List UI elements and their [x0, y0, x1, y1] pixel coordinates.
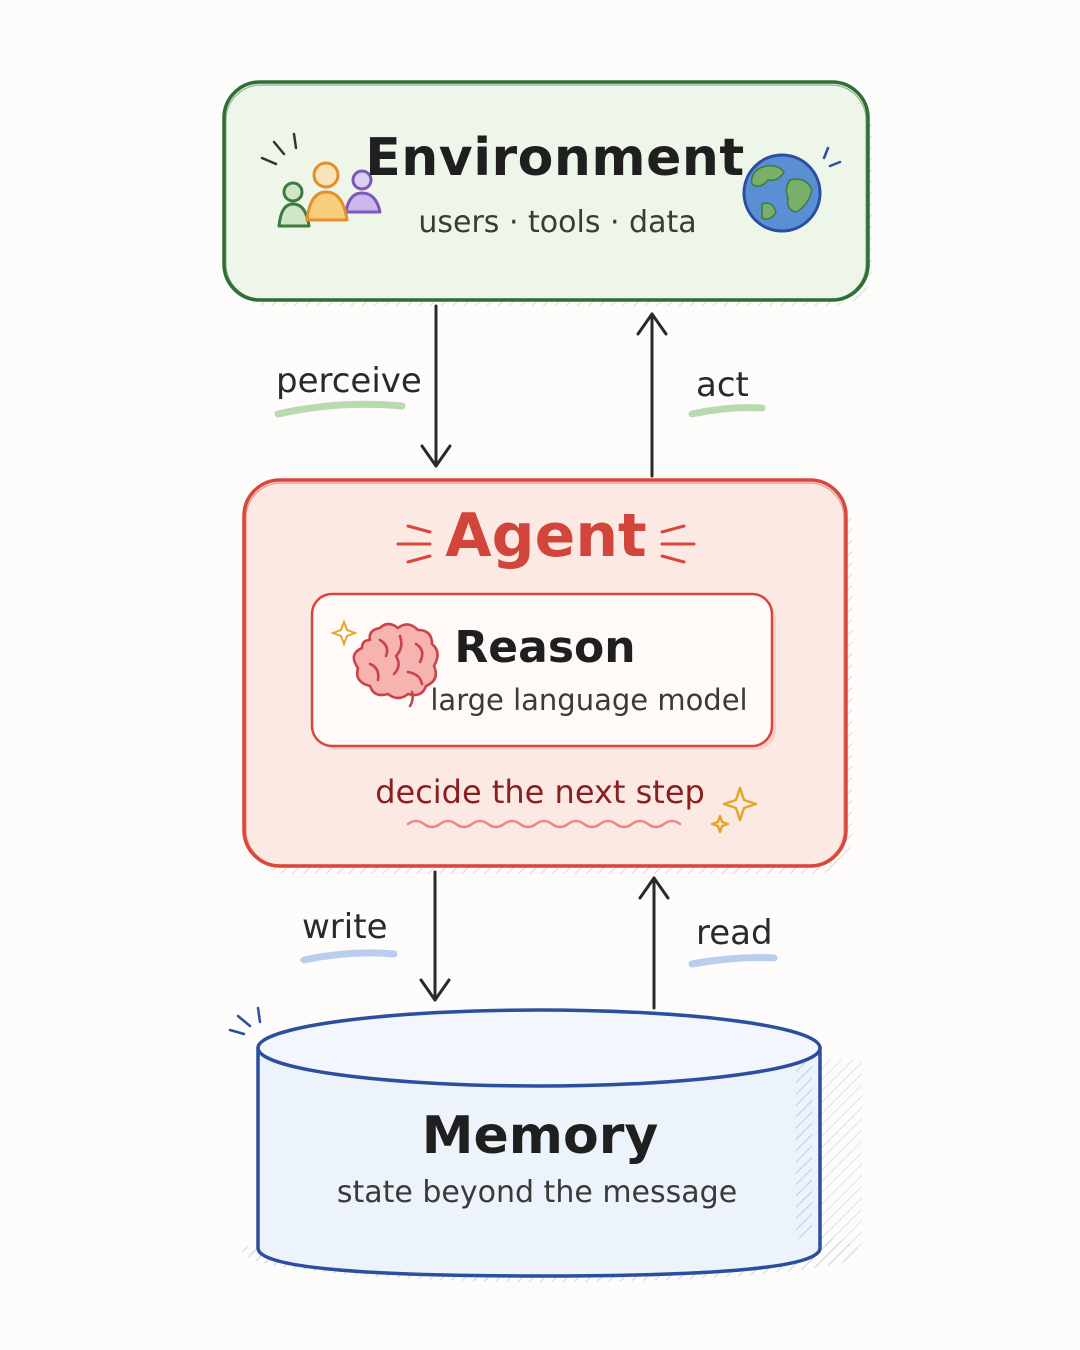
people-icon [260, 132, 382, 228]
agent-title: Agent [445, 501, 647, 571]
sparkle-icon [330, 619, 358, 647]
environment-subtitle: users · tools · data [418, 205, 697, 240]
act-underline [688, 404, 766, 418]
act-label: act [696, 365, 749, 405]
next-step-caption: decide the next step [375, 773, 705, 811]
memory-accent-marks [228, 1006, 262, 1036]
read-label: read [696, 913, 773, 953]
reason-subtitle: large language model [430, 683, 748, 717]
globe-icon [742, 146, 842, 233]
environment-title: Environment [365, 128, 745, 188]
perceive-underline [274, 400, 406, 418]
next-step-squiggle [406, 819, 682, 829]
memory-subtitle: state beyond the message [336, 1175, 738, 1210]
act-arrow [636, 312, 668, 478]
read-underline [688, 954, 778, 968]
write-arrow [419, 870, 451, 1002]
environment-box [222, 80, 872, 306]
agent-accent-marks [396, 524, 696, 564]
memory-title: Memory [421, 1106, 659, 1166]
reason-title: Reason [454, 622, 636, 673]
perceive-arrow [420, 304, 452, 468]
write-label: write [302, 907, 388, 947]
brain-icon [352, 622, 439, 708]
memory-cylinder [242, 1008, 862, 1282]
read-arrow [638, 876, 670, 1010]
sparkle-icon [710, 786, 758, 834]
write-underline [300, 949, 398, 964]
perceive-label: perceive [276, 361, 422, 401]
